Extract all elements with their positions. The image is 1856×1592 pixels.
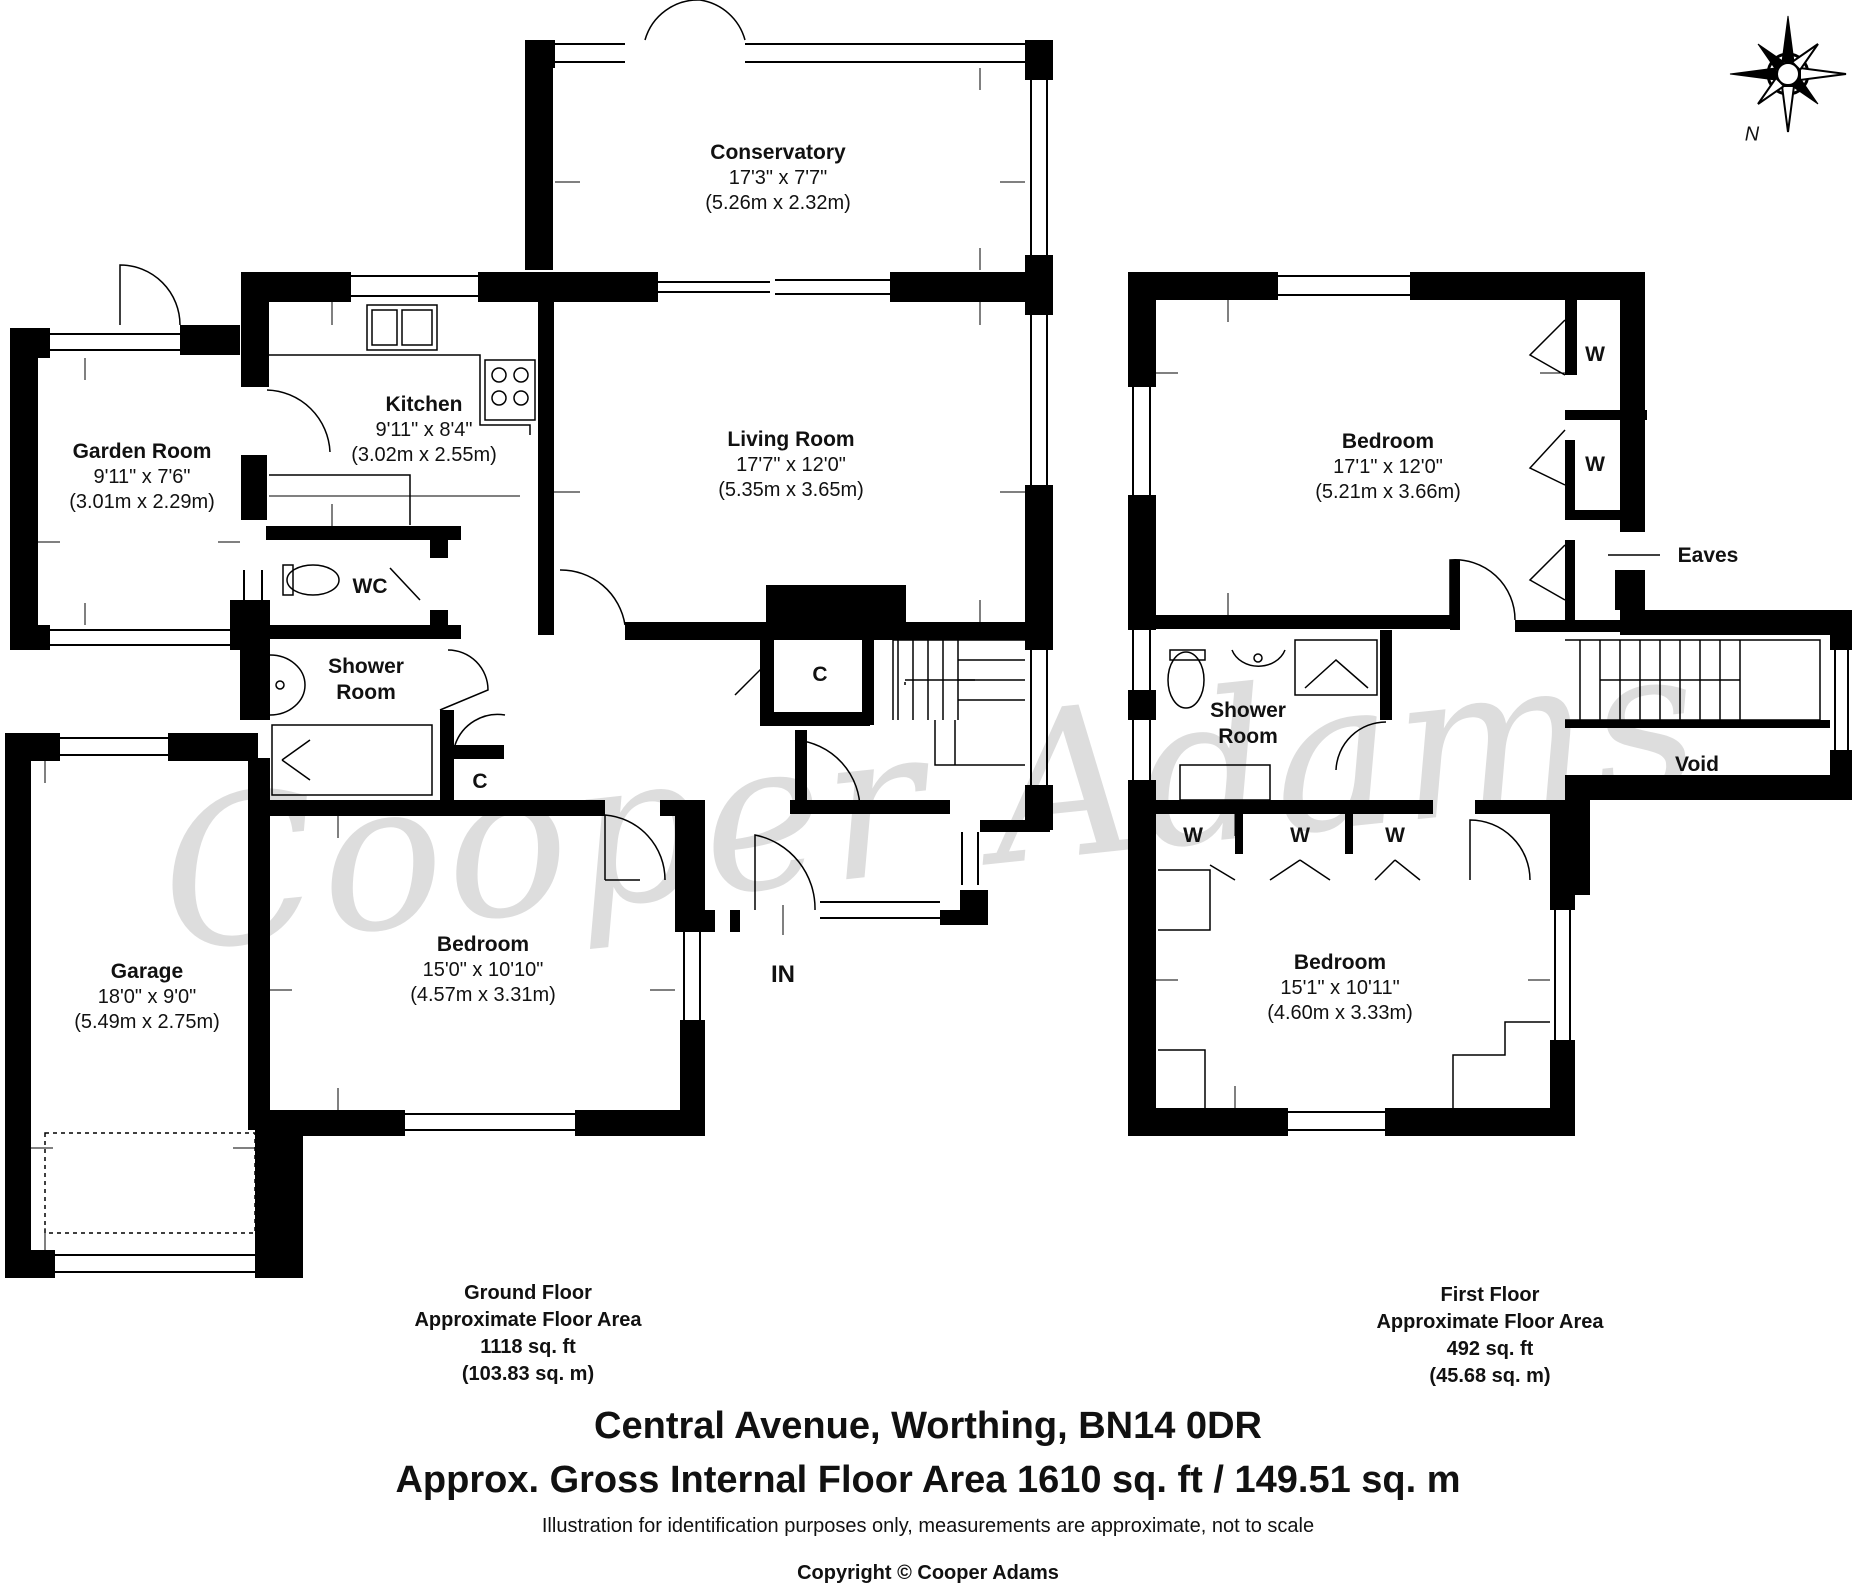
first-floor-fixtures	[1158, 319, 1821, 1108]
room-dim-metric: (3.01m x 2.29m)	[69, 491, 215, 514]
room-name-line2: Room	[336, 681, 396, 704]
wc-label: WC	[352, 575, 388, 598]
room-dim-metric: (5.35m x 3.65m)	[718, 479, 864, 502]
room-name: Garden Room	[72, 439, 212, 463]
room-bedroom-first-2: Bedroom 15'1" x 10'11" (4.60m x 3.33m)	[1267, 950, 1413, 1026]
property-address: Central Avenue, Worthing, BN14 0DR	[594, 1405, 1262, 1447]
room-dim-metric: (3.02m x 2.55m)	[351, 444, 497, 467]
wardrobe-label: W	[1385, 824, 1405, 847]
room-name: Garage	[110, 959, 184, 983]
wardrobe-label: W	[1585, 343, 1605, 366]
room-name-line2: Room	[1218, 725, 1278, 748]
first-floor-summary: First Floor Approximate Floor Area 492 s…	[1376, 1282, 1603, 1390]
ground-floor-arrows	[31, 68, 1025, 1250]
wardrobe-label: W	[1183, 824, 1203, 847]
cupboard-label: C	[472, 770, 488, 793]
room-dim-metric: (5.49m x 2.75m)	[74, 1011, 220, 1034]
gross-floor-area: Approx. Gross Internal Floor Area 1610 s…	[395, 1459, 1461, 1501]
room-name-line1: Shower	[328, 654, 404, 678]
room-dim-imperial: 9'11" x 8'4"	[375, 419, 473, 442]
room-kitchen: Kitchen 9'11" x 8'4" (3.02m x 2.55m)	[351, 392, 497, 468]
summary-sqm: (103.83 sq. m)	[461, 1363, 595, 1385]
room-dim-metric: (5.26m x 2.32m)	[705, 192, 851, 215]
room-dim-imperial: 9'11" x 7'6"	[93, 466, 191, 489]
room-name: Conservatory	[710, 140, 846, 164]
wardrobe-label: W	[1290, 824, 1310, 847]
room-dim-metric: (4.57m x 3.31m)	[410, 984, 556, 1007]
copyright: Copyright © Cooper Adams	[797, 1562, 1059, 1584]
first-floor-arrows	[1156, 300, 1565, 1108]
summary-sqft: 492 sq. ft	[1446, 1338, 1534, 1360]
room-dim-imperial: 15'0" x 10'10"	[422, 959, 544, 982]
room-name-line1: Shower	[1210, 698, 1286, 722]
room-dim-imperial: 18'0" x 9'0"	[97, 986, 197, 1009]
room-name: Living Room	[727, 427, 855, 451]
room-name: Bedroom	[1341, 429, 1435, 453]
void-label: Void	[1675, 753, 1719, 776]
wardrobe-label: W	[1585, 453, 1605, 476]
room-dim-imperial: 17'7" x 12'0"	[736, 454, 846, 477]
summary-subtitle: Approximate Floor Area	[414, 1309, 642, 1331]
room-dim-metric: (4.60m x 3.33m)	[1267, 1002, 1413, 1025]
room-dim-metric: (5.21m x 3.66m)	[1315, 481, 1461, 504]
eaves-label: Eaves	[1677, 544, 1739, 567]
summary-sqm: (45.68 sq. m)	[1429, 1365, 1551, 1387]
room-shower-room-first: Shower Room	[1210, 698, 1286, 751]
room-bedroom-ground: Bedroom 15'0" x 10'10" (4.57m x 3.31m)	[410, 932, 556, 1008]
room-name: Bedroom	[1293, 950, 1387, 974]
room-dim-imperial: 15'1" x 10'11"	[1280, 977, 1400, 1000]
room-living-room: Living Room 17'7" x 12'0" (5.35m x 3.65m…	[718, 427, 864, 503]
cupboard-label: C	[812, 663, 828, 686]
summary-sqft: 1118 sq. ft	[480, 1336, 576, 1358]
room-bedroom-first-1: Bedroom 17'1" x 12'0" (5.21m x 3.66m)	[1315, 429, 1461, 505]
ground-floor-summary: Ground Floor Approximate Floor Area 1118…	[414, 1280, 641, 1388]
first-floor-windows	[1132, 275, 1849, 1131]
room-garden-room: Garden Room 9'11" x 7'6" (3.01m x 2.29m)	[69, 439, 215, 515]
room-name: Bedroom	[436, 932, 530, 956]
ground-floor-walls	[5, 40, 1053, 1278]
compass-rose-icon	[1729, 15, 1847, 133]
room-garage: Garage 18'0" x 9'0" (5.49m x 2.75m)	[74, 959, 220, 1035]
room-conservatory: Conservatory 17'3" x 7'7" (5.26m x 2.32m…	[705, 140, 851, 216]
ground-floor-fixtures	[44, 0, 1025, 1234]
room-dim-imperial: 17'1" x 12'0"	[1333, 456, 1443, 479]
summary-title: Ground Floor	[464, 1282, 592, 1304]
first-floor-walls	[1128, 272, 1852, 1136]
compass-north-label: N	[1744, 123, 1760, 146]
summary-subtitle: Approximate Floor Area	[1376, 1311, 1604, 1333]
room-name: Kitchen	[385, 392, 463, 416]
ground-floor-windows	[15, 43, 1048, 1273]
room-dim-imperial: 17'3" x 7'7"	[728, 167, 828, 190]
summary-title: First Floor	[1440, 1284, 1540, 1306]
room-shower-room-ground: Shower Room	[328, 654, 404, 707]
disclaimer: Illustration for identification purposes…	[541, 1515, 1315, 1537]
entrance-label: IN	[771, 961, 795, 988]
